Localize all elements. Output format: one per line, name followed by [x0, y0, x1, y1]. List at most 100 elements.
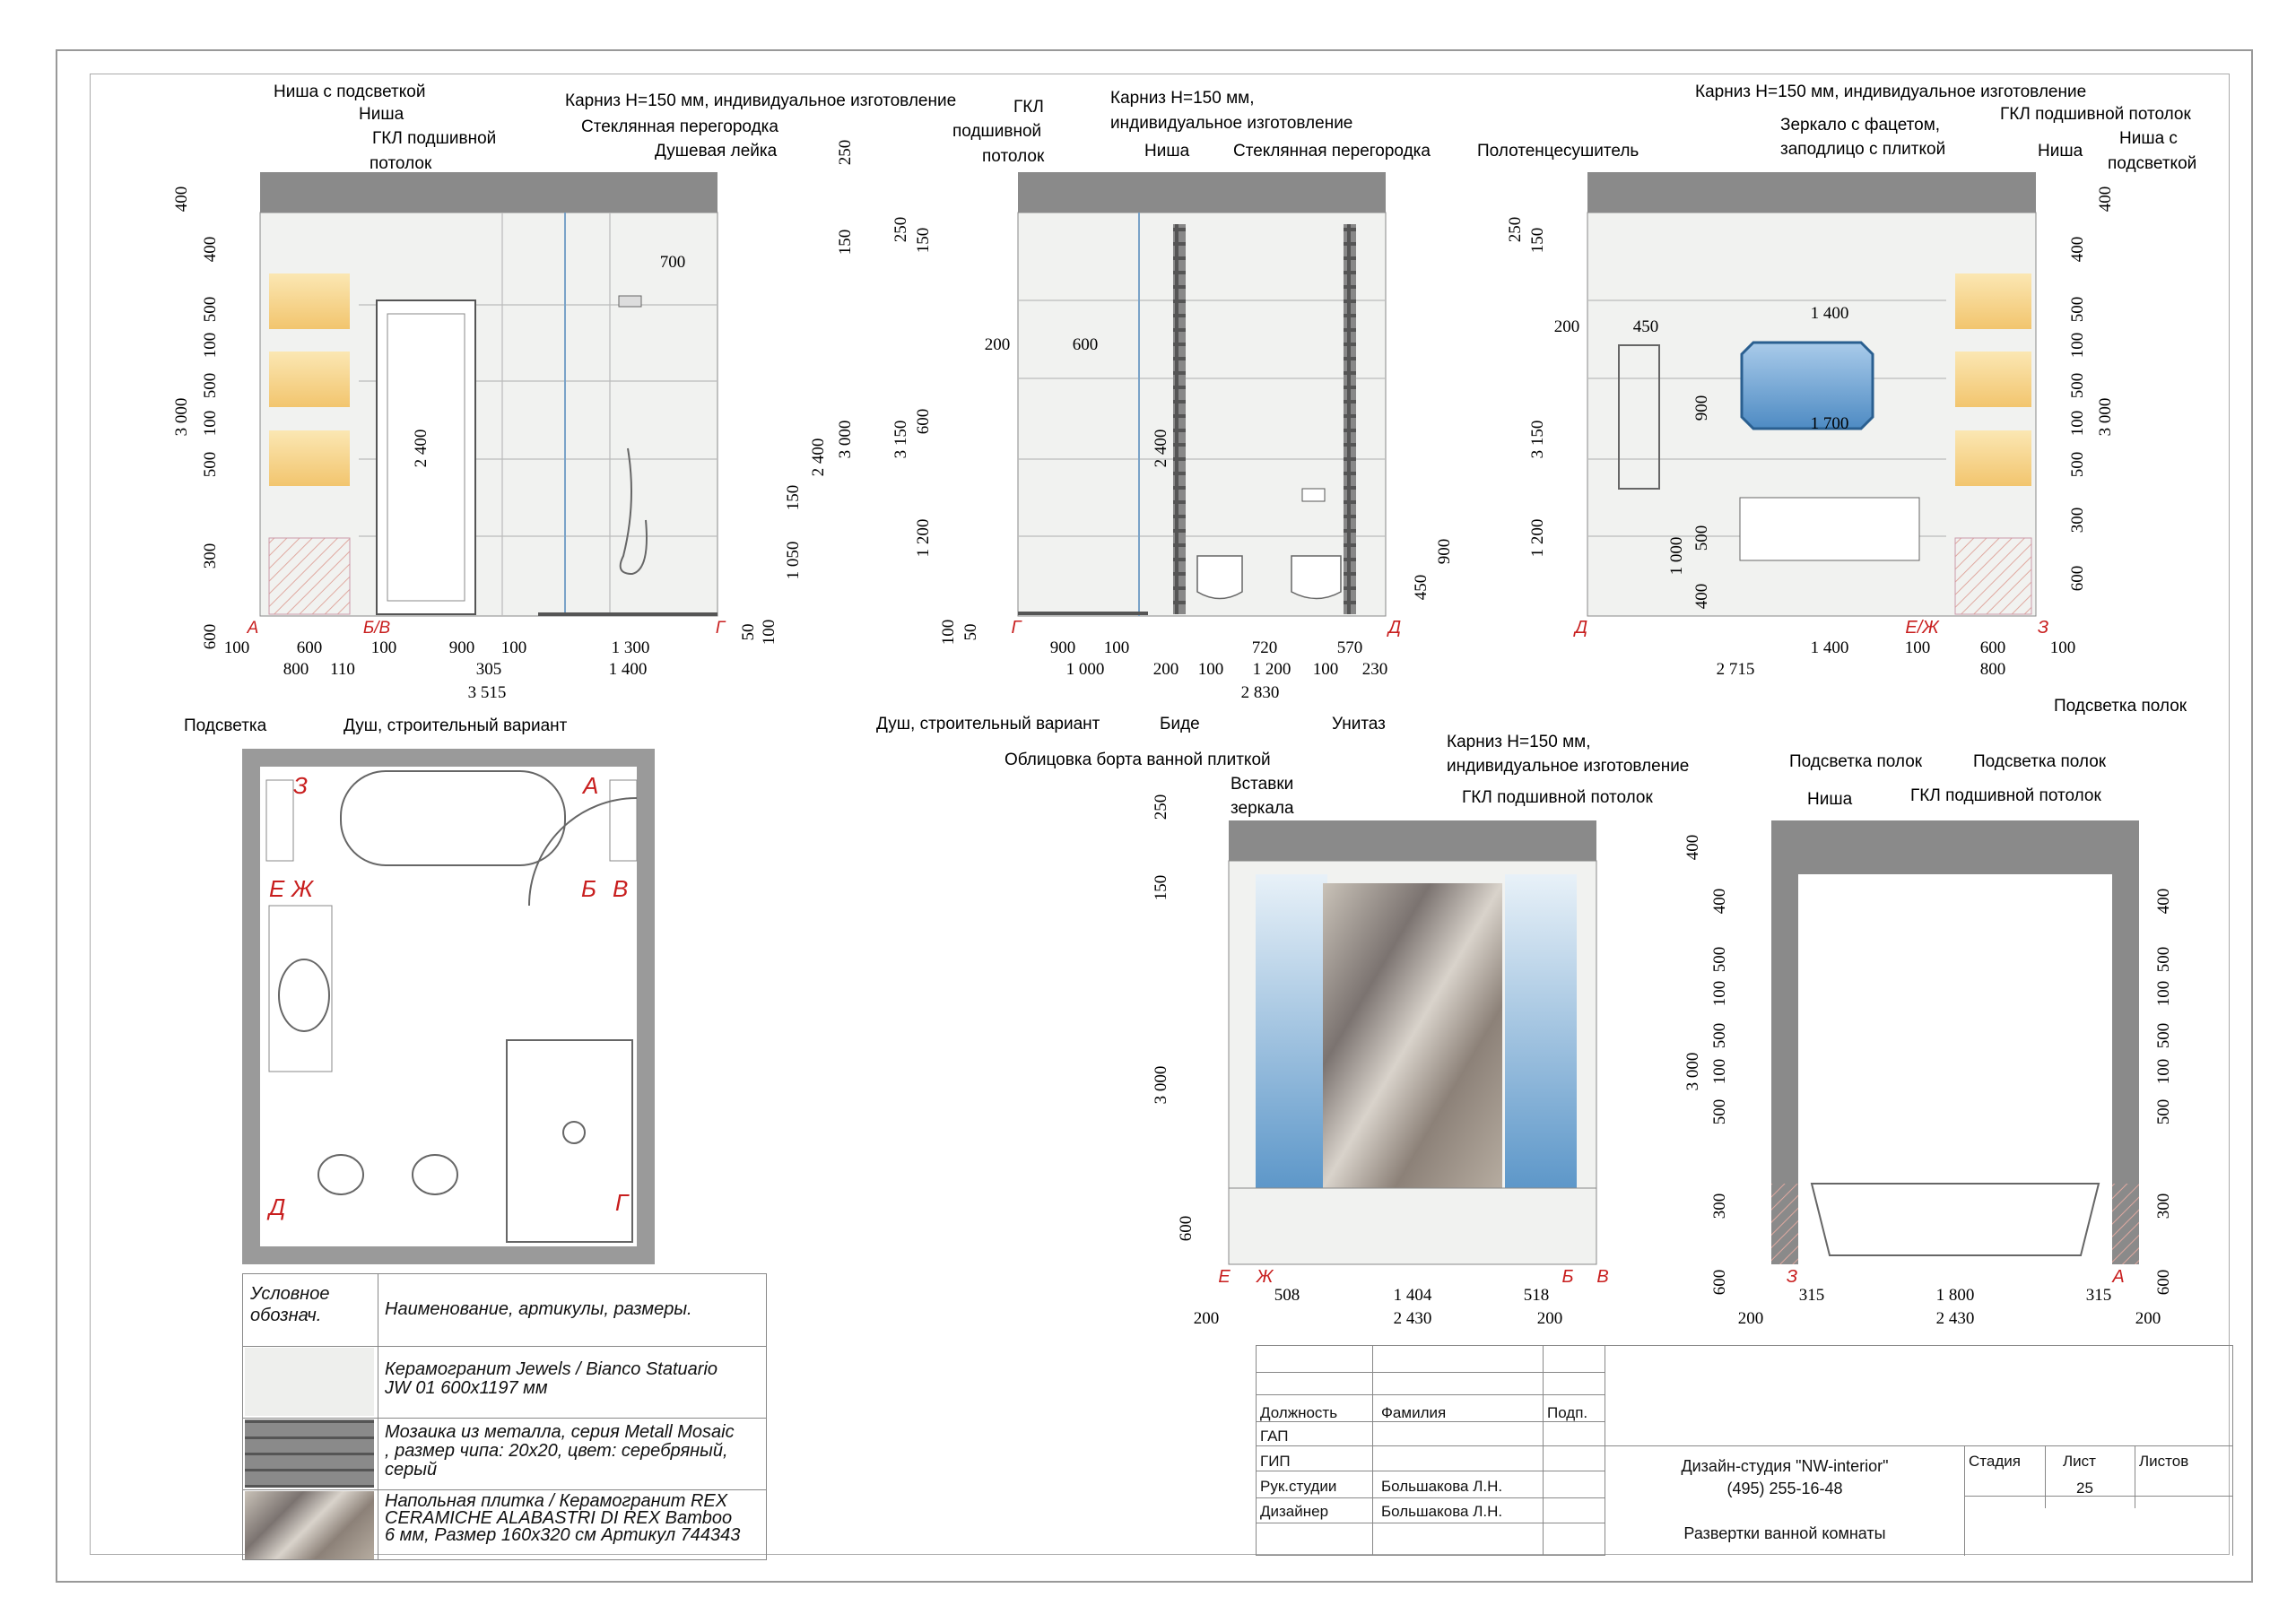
- svg-text:315: 315: [1799, 1286, 1825, 1305]
- svg-text:Ниша с подсветкой: Ниша с подсветкой: [274, 82, 425, 101]
- svg-text:1 400: 1 400: [609, 660, 648, 679]
- svg-text:400: 400: [172, 187, 191, 213]
- svg-text:600: 600: [2154, 1270, 2173, 1296]
- svg-text:1 000: 1 000: [1066, 660, 1105, 679]
- svg-text:индивидуальное изготовление: индивидуальное изготовление: [1447, 757, 1689, 776]
- svg-text:518: 518: [1524, 1286, 1550, 1305]
- svg-text:2 430: 2 430: [1936, 1309, 1975, 1328]
- svg-text:100: 100: [2154, 1059, 2173, 1085]
- svg-text:З: З: [2038, 618, 2048, 638]
- svg-text:500: 500: [2068, 297, 2087, 323]
- svg-text:подшивной: подшивной: [952, 122, 1041, 141]
- svg-text:Ниша: Ниша: [1807, 790, 1853, 809]
- svg-text:150: 150: [784, 485, 803, 511]
- svg-text:1 400: 1 400: [1811, 638, 1849, 657]
- svg-text:500: 500: [1710, 1099, 1729, 1125]
- col-sign: Подп.: [1547, 1404, 1588, 1421]
- svg-text:Полотенцесушитель: Полотенцесушитель: [1477, 142, 1639, 161]
- svg-text:400: 400: [201, 237, 220, 263]
- svg-text:200: 200: [985, 335, 1011, 354]
- svg-text:Карниз Н=150 мм, индивидуально: Карниз Н=150 мм, индивидуальное изготовл…: [565, 91, 956, 110]
- svg-text:100: 100: [1313, 660, 1339, 679]
- svg-text:200: 200: [1738, 1309, 1764, 1328]
- svg-text:600: 600: [201, 624, 220, 650]
- svg-text:50: 50: [739, 624, 758, 641]
- svg-text:Стеклянная перегородка: Стеклянная перегородка: [1233, 142, 1431, 161]
- svg-text:500: 500: [1710, 1023, 1729, 1049]
- svg-text:500: 500: [2068, 452, 2087, 478]
- svg-text:Подсветка: Подсветка: [184, 716, 267, 735]
- swatch-porcelain: [245, 1348, 374, 1416]
- svg-text:2 400: 2 400: [809, 438, 828, 477]
- svg-text:Унитаз: Унитаз: [1332, 715, 1386, 733]
- svg-text:Ниша: Ниша: [359, 105, 404, 124]
- svg-text:3 000: 3 000: [1683, 1053, 1702, 1091]
- svg-text:2 430: 2 430: [1394, 1309, 1432, 1328]
- svg-text:200: 200: [1537, 1309, 1563, 1328]
- svg-text:подсветкой: подсветкой: [2108, 154, 2196, 173]
- svg-text:400: 400: [1683, 835, 1702, 861]
- svg-text:100: 100: [224, 638, 250, 657]
- legend-row: Мозаика из металла, серия Metall Mosaic …: [243, 1418, 766, 1490]
- svg-text:300: 300: [2154, 1193, 2173, 1219]
- svg-text:500: 500: [2068, 373, 2087, 399]
- svg-text:Вставки: Вставки: [1231, 775, 1293, 794]
- svg-text:250: 250: [836, 140, 855, 166]
- svg-text:2 400: 2 400: [1152, 430, 1170, 468]
- role-designer: Дизайнер: [1260, 1503, 1329, 1520]
- svg-text:100: 100: [501, 638, 527, 657]
- svg-text:3 515: 3 515: [468, 683, 507, 702]
- svg-text:300: 300: [201, 543, 220, 569]
- svg-text:900: 900: [1435, 539, 1454, 565]
- elevation-4: Облицовка борта ванной плиткой Вставки з…: [1004, 733, 1689, 1328]
- mosaic-strip: [1173, 224, 1186, 614]
- svg-text:100: 100: [2068, 411, 2087, 437]
- svg-text:1 400: 1 400: [1811, 304, 1849, 323]
- svg-text:Д: Д: [1573, 618, 1587, 638]
- svg-text:Б: Б: [1561, 1267, 1573, 1287]
- floor-plan: З А Е Ж Б В Д Г: [242, 749, 655, 1264]
- svg-text:230: 230: [1362, 660, 1388, 679]
- svg-text:Д: Д: [266, 1193, 285, 1220]
- svg-text:Карниз Н=150 мм,: Карниз Н=150 мм,: [1110, 89, 1255, 108]
- svg-text:Г: Г: [615, 1189, 630, 1216]
- svg-text:100: 100: [1104, 638, 1130, 657]
- svg-text:Ниша: Ниша: [2038, 142, 2083, 161]
- svg-text:200: 200: [1194, 1309, 1220, 1328]
- svg-text:Г: Г: [1012, 618, 1023, 638]
- svg-text:100: 100: [1710, 981, 1729, 1007]
- svg-text:2 830: 2 830: [1241, 683, 1280, 702]
- svg-text:заподлицо с плиткой: заподлицо с плиткой: [1780, 140, 1945, 159]
- sheet-title: Развертки ванной комнаты: [1683, 1524, 1886, 1542]
- svg-text:100: 100: [1905, 638, 1931, 657]
- svg-text:З: З: [293, 772, 308, 799]
- svg-text:Б/В: Б/В: [363, 619, 391, 638]
- col-name: Фамилия: [1381, 1404, 1447, 1421]
- svg-text:500: 500: [201, 373, 220, 399]
- svg-text:1 200: 1 200: [1253, 660, 1292, 679]
- svg-text:Подсветка полок: Подсветка полок: [1973, 752, 2107, 771]
- svg-text:Зеркало с фацетом,: Зеркало с фацетом,: [1780, 116, 1940, 135]
- svg-text:100: 100: [201, 411, 220, 437]
- svg-text:720: 720: [1252, 638, 1278, 657]
- svg-text:600: 600: [1073, 335, 1099, 354]
- svg-text:Подсветка полок: Подсветка полок: [1789, 752, 1923, 771]
- svg-text:3 000: 3 000: [172, 398, 191, 437]
- svg-text:потолок: потолок: [982, 147, 1045, 166]
- svg-text:Ниша: Ниша: [1144, 142, 1190, 161]
- svg-text:1 700: 1 700: [1811, 414, 1849, 433]
- svg-text:100: 100: [1198, 660, 1224, 679]
- shower-hose: [619, 447, 648, 576]
- niche-lit-2: [269, 352, 350, 407]
- svg-text:200: 200: [1554, 317, 1580, 336]
- ceiling-gkl: [260, 172, 718, 213]
- role-gap: ГАП: [1260, 1428, 1289, 1445]
- svg-text:500: 500: [2154, 947, 2173, 973]
- stage-label: Стадия: [1969, 1453, 2021, 1470]
- svg-text:900: 900: [1050, 638, 1076, 657]
- role-gip: ГИП: [1260, 1453, 1291, 1470]
- svg-text:Душевая лейка: Душевая лейка: [655, 142, 778, 161]
- niche-lit-3: [269, 430, 350, 486]
- svg-text:ГКЛ подшивной потолок: ГКЛ подшивной потолок: [1462, 788, 1653, 807]
